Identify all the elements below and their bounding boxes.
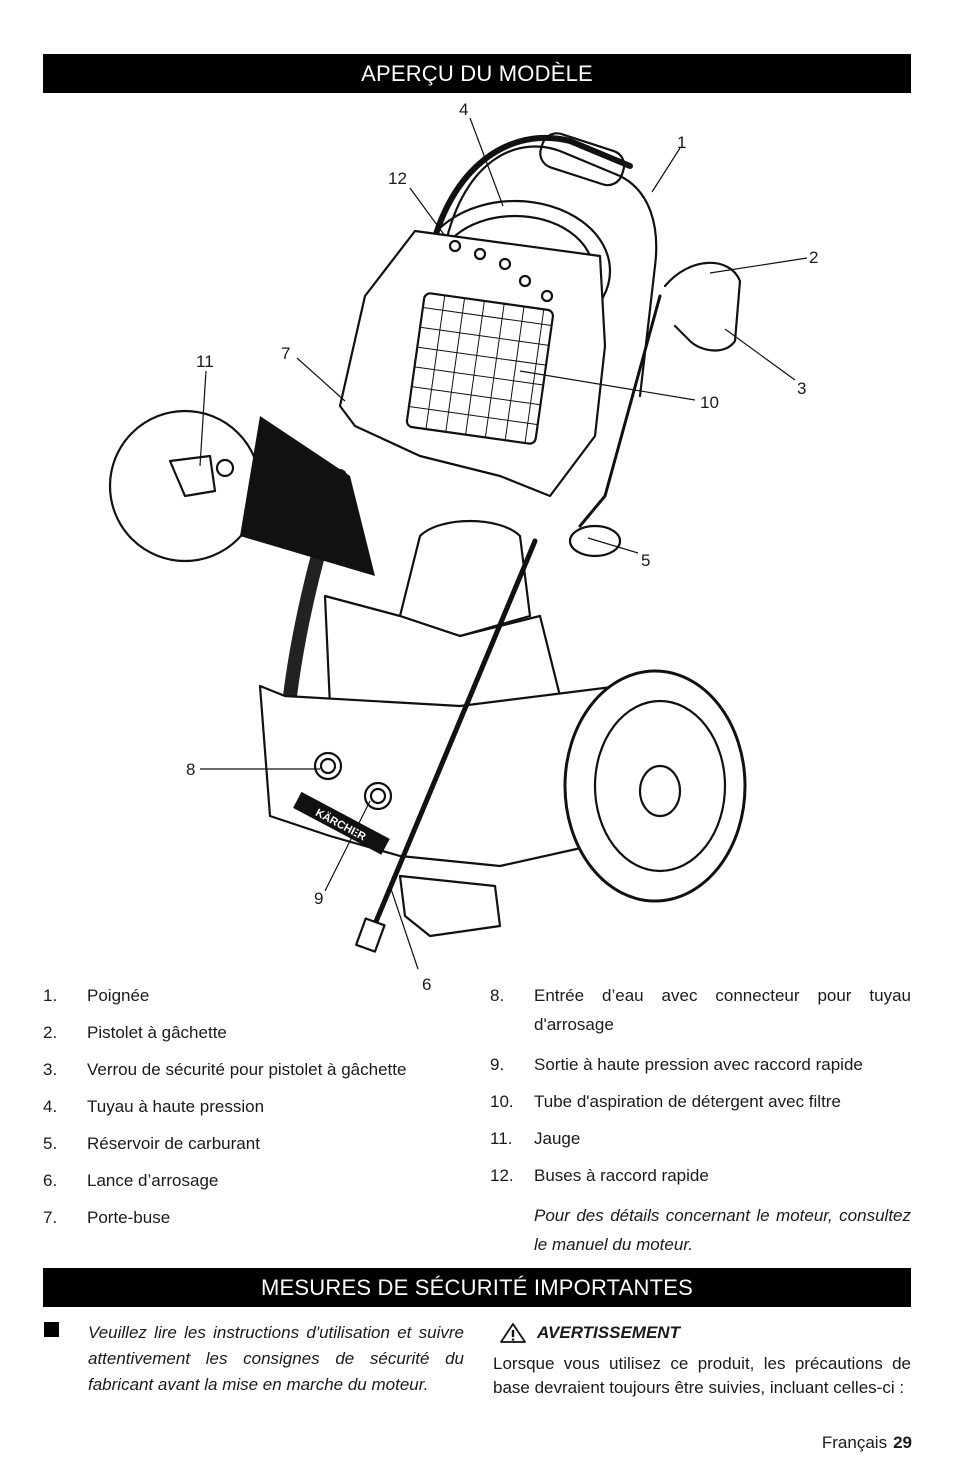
callout-1: 1 [677, 133, 686, 152]
item-number: 12. [490, 1166, 514, 1185]
item-number: 11. [490, 1129, 513, 1148]
list-item: 5. Réservoir de carburant [43, 1132, 463, 1155]
item-label: Buses à raccord rapide [534, 1166, 709, 1185]
item-number: 6. [43, 1171, 58, 1190]
item-number: 5. [43, 1134, 58, 1153]
callout-12: 12 [388, 169, 407, 188]
section-header-model-overview: APERÇU DU MODÈLE [43, 54, 911, 93]
engine-note-text: Pour des détails concernant le moteur, c… [534, 1206, 911, 1254]
square-bullet-icon [44, 1322, 59, 1337]
list-item: 12. Buses à raccord rapide [490, 1164, 911, 1187]
callout-2: 2 [809, 248, 818, 267]
item-number: 8. [490, 986, 505, 1005]
list-item: 4. Tuyau à haute pression [43, 1095, 463, 1118]
callout-4: 4 [459, 100, 468, 119]
warning-title: AVERTISSEMENT [537, 1323, 680, 1342]
warning-triangle-icon [500, 1323, 526, 1343]
callout-8: 8 [186, 760, 195, 779]
parts-list-left: 1. Poignée 2. Pistolet à gâchette 3. Ver… [43, 984, 463, 1229]
item-label: Tuyau à haute pression [87, 1097, 265, 1116]
pressure-washer-diagram: KÄRCHER 1 2 3 4 5 6 7 8 9 10 11 12 [108, 100, 818, 994]
list-item: 6. Lance d’arrosage [43, 1169, 463, 1192]
item-label: Sortie à haute pression avec raccord rap… [534, 1055, 863, 1074]
item-label: Lance d’arrosage [87, 1171, 219, 1190]
item-label: Verrou de sécurité pour pistolet à gâche… [87, 1060, 407, 1079]
footer-language: Français [821, 1433, 888, 1452]
item-label: Entrée d’eau avec connecteur pour tuyau … [534, 986, 911, 1034]
callout-10: 10 [700, 393, 719, 412]
item-label: Tube d'aspiration de détergent avec filt… [534, 1092, 841, 1111]
warning-text: Lorsque vous utilisez ce produit, les pr… [493, 1354, 911, 1397]
parts-list-right: 8. Entrée d’eau avec connecteur pour tuy… [490, 984, 911, 1259]
section-header-safety: MESURES DE SÉCURITÉ IMPORTANTES [43, 1268, 911, 1307]
list-item: 3. Verrou de sécurité pour pistolet à gâ… [43, 1058, 463, 1081]
item-number: 4. [43, 1097, 58, 1116]
safety-instruction: Veuillez lire les instructions d'utilisa… [88, 1320, 464, 1398]
section-title: MESURES DE SÉCURITÉ IMPORTANTES [261, 1275, 693, 1300]
list-item: 8. Entrée d’eau avec connecteur pour tuy… [490, 981, 911, 1039]
list-item: 1. Poignée [43, 984, 463, 1007]
engine-note: Pour des détails concernant le moteur, c… [490, 1201, 911, 1259]
item-number: 7. [43, 1208, 58, 1227]
callout-5: 5 [641, 551, 650, 570]
section-title: APERÇU DU MODÈLE [361, 61, 593, 86]
callout-6: 6 [422, 975, 431, 994]
list-item: 7. Porte-buse [43, 1206, 463, 1229]
callout-7: 7 [281, 344, 290, 363]
callout-11: 11 [196, 352, 214, 371]
item-number: 9. [490, 1055, 505, 1074]
item-label: Réservoir de carburant [87, 1134, 260, 1153]
list-item: 10. Tube d'aspiration de détergent avec … [490, 1090, 911, 1113]
callout-9: 9 [314, 889, 323, 908]
item-number: 1. [43, 986, 58, 1005]
safety-instruction-text: Veuillez lire les instructions d'utilisa… [88, 1323, 464, 1394]
item-label: Poignée [87, 986, 150, 1005]
list-item: 9. Sortie à haute pression avec raccord … [490, 1053, 911, 1076]
item-number: 3. [43, 1060, 58, 1079]
item-label: Porte-buse [87, 1208, 171, 1227]
item-number: 2. [43, 1023, 58, 1042]
page-number: 29 [893, 1433, 912, 1452]
callout-3: 3 [797, 379, 806, 398]
list-item: 11. Jauge [490, 1127, 911, 1150]
item-label: Jauge [534, 1129, 581, 1148]
page-footer: Français 29 [822, 1433, 912, 1453]
list-item: 2. Pistolet à gâchette [43, 1021, 463, 1044]
item-label: Pistolet à gâchette [87, 1023, 227, 1042]
item-number: 10. [490, 1092, 514, 1111]
